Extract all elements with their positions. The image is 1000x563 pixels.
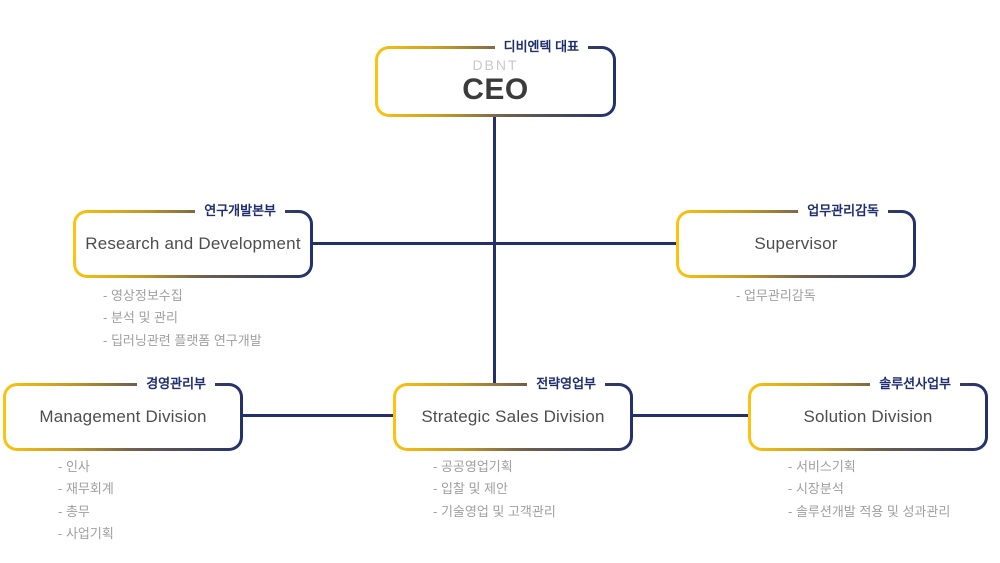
management-box: Management Division 경영관리부: [3, 375, 243, 451]
bullet-item: - 영상정보수집: [103, 288, 183, 303]
solution-tag: 솔루션사업부: [870, 375, 960, 393]
ceo-subtitle: DBNT: [472, 56, 519, 73]
bullet-item: - 입찰 및 제안: [433, 481, 508, 497]
supervisor-tag: 업무관리감독: [798, 202, 888, 220]
management-bullets: - 인사 - 재무회계 - 총무 - 사업기획: [58, 456, 114, 545]
bullet-item: - 딥러닝관련 플랫폼 연구개발: [103, 332, 262, 348]
connector-bottom-left: [243, 414, 393, 417]
bullet-item: - 공공영업기획: [433, 459, 513, 474]
rnd-bullets: - 영상정보수집 - 분석 및 관리 - 딥러닝관련 플랫폼 연구개발: [103, 285, 262, 352]
strategic-box: Strategic Sales Division 전략영업부: [393, 375, 633, 451]
management-box-inner: Management Division: [6, 386, 240, 448]
solution-title: Solution Division: [803, 407, 933, 426]
bullet-item: - 인사: [58, 459, 90, 474]
rnd-box-inner: Research and Development: [76, 213, 310, 275]
rnd-box: Research and Development 연구개발본부: [73, 202, 313, 278]
bullet-item: - 분석 및 관리: [103, 310, 178, 326]
management-tag: 경영관리부: [137, 375, 215, 393]
bullet-item: - 솔루션개발 적용 및 성과관리: [788, 503, 951, 519]
rnd-tag: 연구개발본부: [195, 202, 285, 220]
ceo-title: CEO: [462, 72, 529, 106]
solution-box-inner: Solution Division: [751, 386, 985, 448]
supervisor-bullets: - 업무관리감독: [736, 285, 816, 307]
strategic-bullets: - 공공영업기획 - 입찰 및 제안 - 기술영업 및 고객관리: [433, 456, 556, 523]
ceo-tag: 디비엔텍 대표: [494, 38, 588, 56]
supervisor-box-inner: Supervisor: [679, 213, 913, 275]
strategic-tag: 전략영업부: [527, 375, 605, 393]
connector-ceo-vertical: [493, 116, 496, 384]
strategic-box-inner: Strategic Sales Division: [396, 386, 630, 448]
bullet-item: - 기술영업 및 고객관리: [433, 503, 556, 519]
solution-box: Solution Division 솔루션사업부: [748, 375, 988, 451]
ceo-box-inner: DBNT CEO: [378, 49, 613, 114]
management-title: Management Division: [39, 407, 207, 426]
ceo-box: DBNT CEO 디비엔텍 대표: [375, 38, 616, 117]
strategic-title: Strategic Sales Division: [421, 407, 605, 426]
bullet-item: - 업무관리감독: [736, 288, 816, 303]
solution-bullets: - 서비스기획 - 시장분석 - 솔루션개발 적용 및 성과관리: [788, 456, 950, 523]
supervisor-box: Supervisor 업무관리감독: [676, 202, 916, 278]
supervisor-title: Supervisor: [754, 234, 838, 253]
connector-mid-horizontal: [313, 242, 676, 245]
connector-bottom-right: [633, 414, 748, 417]
bullet-item: - 사업기획: [58, 525, 114, 541]
bullet-item: - 총무: [58, 503, 90, 519]
bullet-item: - 재무회계: [58, 481, 114, 497]
rnd-title: Research and Development: [85, 234, 301, 253]
bullet-item: - 서비스기획: [788, 459, 856, 474]
bullet-item: - 시장분석: [788, 481, 844, 497]
